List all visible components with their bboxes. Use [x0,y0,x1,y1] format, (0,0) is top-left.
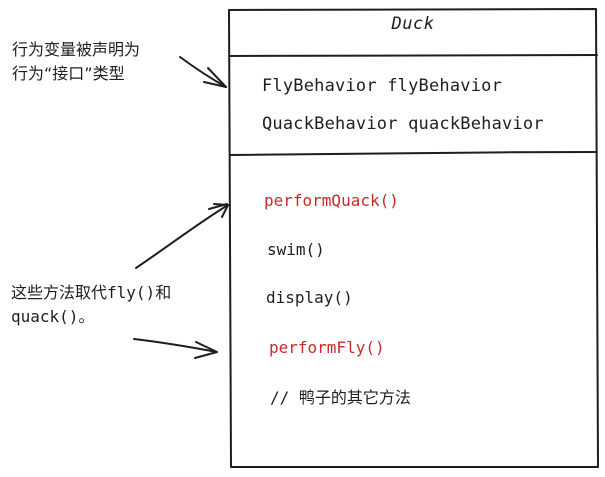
class-title: Duck [391,14,435,34]
quack-arrow-head [213,203,229,218]
field-fly-behavior: FlyBehavior flyBehavior [262,76,503,96]
method-display: display() [266,288,353,307]
methods-note-line2: quack()。 [11,305,171,329]
method-perform-quack: performQuack() [264,191,399,210]
interface-arrow-shaft [179,56,227,88]
interface-arrow-head [203,67,227,88]
methods-note-line1: 这些方法取代fly()和 [11,281,171,305]
methods-note: 这些方法取代fly()和 quack()。 [11,281,171,329]
methods-note-quack-code: quack() [11,307,79,326]
methods-note-fly-code: fly() [107,283,156,302]
title-divider [228,54,598,57]
class-box-outline [228,8,599,468]
fly-arrow-shaft [133,338,218,353]
interface-note-line2: 行为“接口”类型 [12,64,125,83]
fields-divider [229,151,598,156]
methods-note-and: 和 [155,283,172,302]
fly-arrow-head [194,341,218,359]
method-swim: swim() [267,240,325,259]
field-quack-behavior: QuackBehavior quackBehavior [262,114,544,134]
methods-note-period: 。 [78,307,95,326]
interface-note: 行为变量被声明为 行为“接口”类型 [12,38,140,86]
methods-note-prefix: 这些方法取代 [11,283,108,302]
method-other-comment: // 鸭子的其它方法 [270,388,411,407]
interface-note-line1: 行为变量被声明为 [12,40,141,59]
quack-arrow-shaft [135,204,229,269]
method-perform-fly: performFly() [269,338,385,357]
